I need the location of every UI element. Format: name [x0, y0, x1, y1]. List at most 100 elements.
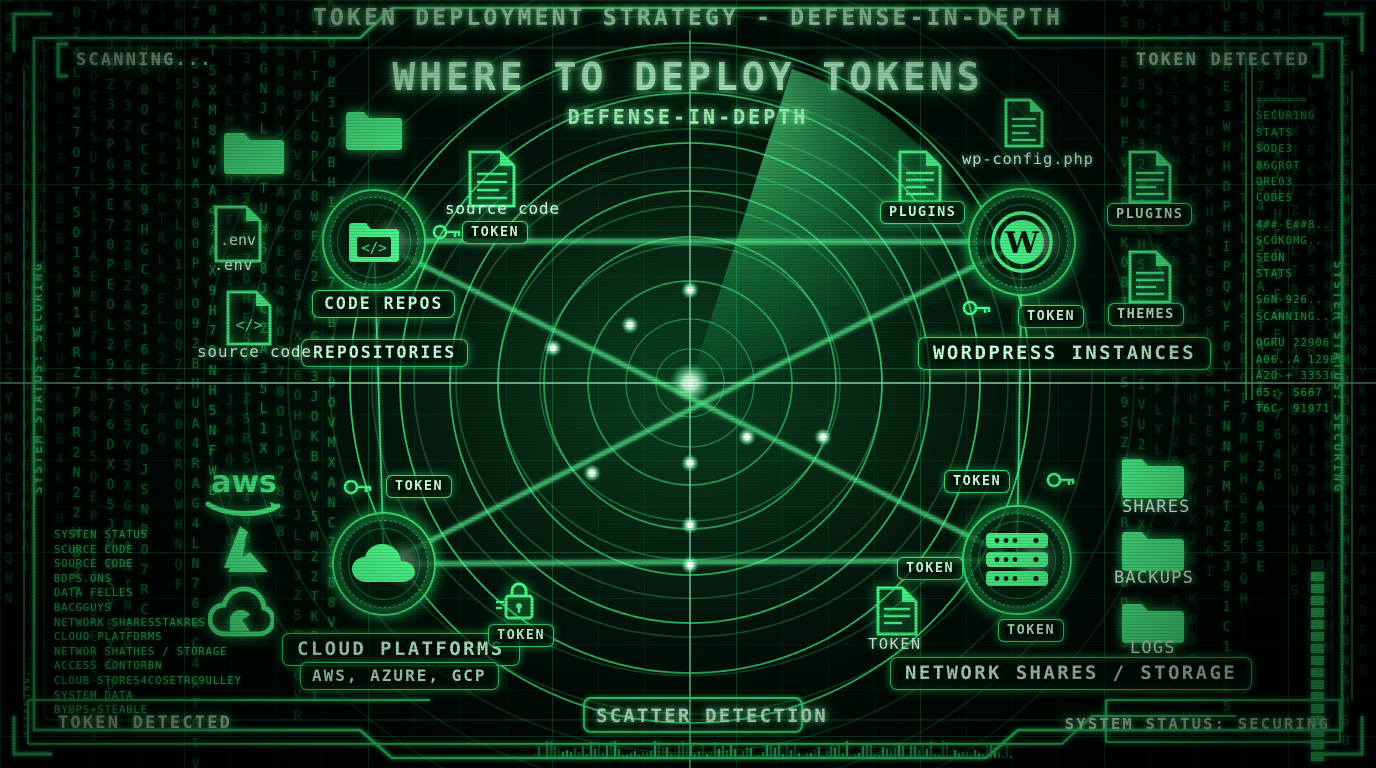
readout-line: SOURCE CODE: [54, 558, 134, 571]
signal-bar: [726, 750, 728, 758]
signal-bar: [574, 748, 576, 758]
signal-bar: [658, 741, 660, 758]
signal-bar: [962, 752, 964, 758]
gauge-segment: [1311, 704, 1324, 713]
signal-bar: [542, 756, 544, 758]
signal-bar: [718, 749, 720, 758]
signal-bar: [710, 752, 712, 758]
signal-bar: [750, 748, 752, 758]
signal-bar: [838, 743, 840, 758]
signal-bar: [830, 746, 832, 758]
readout-line: ORE03: [1256, 176, 1294, 189]
token-badge-cloud-right: TOKEN: [488, 624, 555, 647]
signal-bar: [978, 753, 980, 758]
signal-bar: [626, 755, 628, 758]
signal-bar: [534, 755, 536, 758]
signal-bar: [642, 752, 644, 758]
status-system-bottom: SYSTEM STATUS: SECURING: [1064, 715, 1330, 733]
gauge-segment: [1311, 740, 1324, 749]
folder-code-icon: </>: [346, 215, 402, 267]
node-sublabel-repositories: REPOSITORIES: [301, 339, 469, 367]
side-label-left-scanning: SCANNING...: [22, 653, 32, 736]
signal-bar: [698, 751, 700, 758]
signal-bar: [818, 747, 820, 758]
file-lines-icon: [874, 584, 920, 638]
signal-bar: [786, 742, 788, 758]
folder-icon: [1120, 455, 1186, 503]
signal-bars-bottom: [534, 740, 1012, 758]
node-label-network-shares: NETWORK SHARES / STORAGE: [890, 657, 1253, 690]
signal-bar: [546, 741, 548, 758]
signal-bar: [906, 756, 908, 758]
status-scatter-detection: SCATTER DETECTION: [596, 705, 828, 727]
signal-bar: [618, 749, 620, 758]
signal-bar: [958, 753, 960, 758]
signal-bar: [898, 745, 900, 758]
signal-bar: [922, 746, 924, 758]
signal-bar: [598, 743, 600, 758]
signal-bar: [858, 753, 860, 758]
gauge-segment: [1311, 572, 1324, 581]
signal-bar: [602, 753, 604, 758]
signal-bar: [742, 751, 744, 758]
signal-bar: [910, 744, 912, 758]
signal-bar: [562, 752, 564, 758]
signal-bar: [850, 756, 852, 758]
svg-text:</>: </>: [235, 316, 262, 334]
signal-bar: [986, 745, 988, 758]
signal-bar: [550, 741, 552, 758]
token-badge-code-repos: TOKEN: [462, 221, 529, 244]
signal-bar: [814, 749, 816, 758]
signal-bar: [826, 750, 828, 758]
side-label-left: SYSTEM STATUS: SECURING: [29, 261, 45, 494]
signal-bar: [966, 752, 968, 758]
token-badge-shares-bottom: TOKEN: [998, 619, 1065, 642]
attachment-label-source-code-2: source code: [197, 342, 312, 361]
key-icon: [343, 477, 373, 497]
signal-bar: [606, 744, 608, 758]
attachment-label-backups: BACKUPS: [1114, 568, 1195, 588]
attachment-label-env: .env: [214, 256, 254, 274]
key-icon: [432, 222, 462, 242]
file-code-icon: </>: [224, 288, 274, 348]
cloud-icon: [350, 540, 418, 588]
gauge-segment: [1311, 560, 1324, 569]
signal-bar: [670, 754, 672, 758]
node-label-wordpress: WORDPRESS INSTANCES: [918, 337, 1211, 370]
signal-bar: [638, 754, 640, 758]
signal-bar: [734, 749, 736, 758]
signal-bar: [766, 744, 768, 758]
signal-bar: [782, 754, 784, 758]
signal-bar: [822, 756, 824, 758]
signal-bar: [730, 743, 732, 758]
signal-bar: [942, 741, 944, 758]
readout-line: NETWOR SHATHES / STORAGE: [54, 645, 228, 658]
radar-center: [670, 363, 710, 403]
signal-bar: [754, 756, 756, 758]
signal-bar: [566, 750, 568, 758]
readout-line: SCURCE CODE: [54, 543, 134, 556]
signal-bar: [686, 747, 688, 758]
signal-bar: [654, 741, 656, 758]
signal-bar: [590, 742, 592, 758]
signal-bar: [970, 752, 972, 758]
signal-bar: [802, 755, 804, 758]
svg-text:.env: .env: [220, 231, 256, 249]
signal-bar: [946, 742, 948, 758]
attachment-label-plugins-left: PLUGINS: [880, 201, 966, 224]
attachment-label-logs: LOGS: [1130, 638, 1176, 658]
signal-bar: [682, 741, 684, 758]
signal-bar: [854, 754, 856, 758]
signal-bar: [810, 753, 812, 758]
signal-bar: [582, 746, 584, 758]
side-label-right: SYSTEM STATUS: SECURING: [1331, 261, 1347, 494]
status-scanning: SCANNING...: [76, 50, 213, 70]
attachment-label-shares: SHARES: [1122, 497, 1191, 517]
readout-line: 86GROT: [1256, 159, 1301, 172]
file-lines-icon: [896, 148, 944, 206]
key-icon: [1046, 470, 1076, 490]
gauge-segment: [1311, 584, 1324, 593]
token-badge-wordpress: TOKEN: [1018, 305, 1085, 328]
signal-bar: [930, 741, 932, 758]
